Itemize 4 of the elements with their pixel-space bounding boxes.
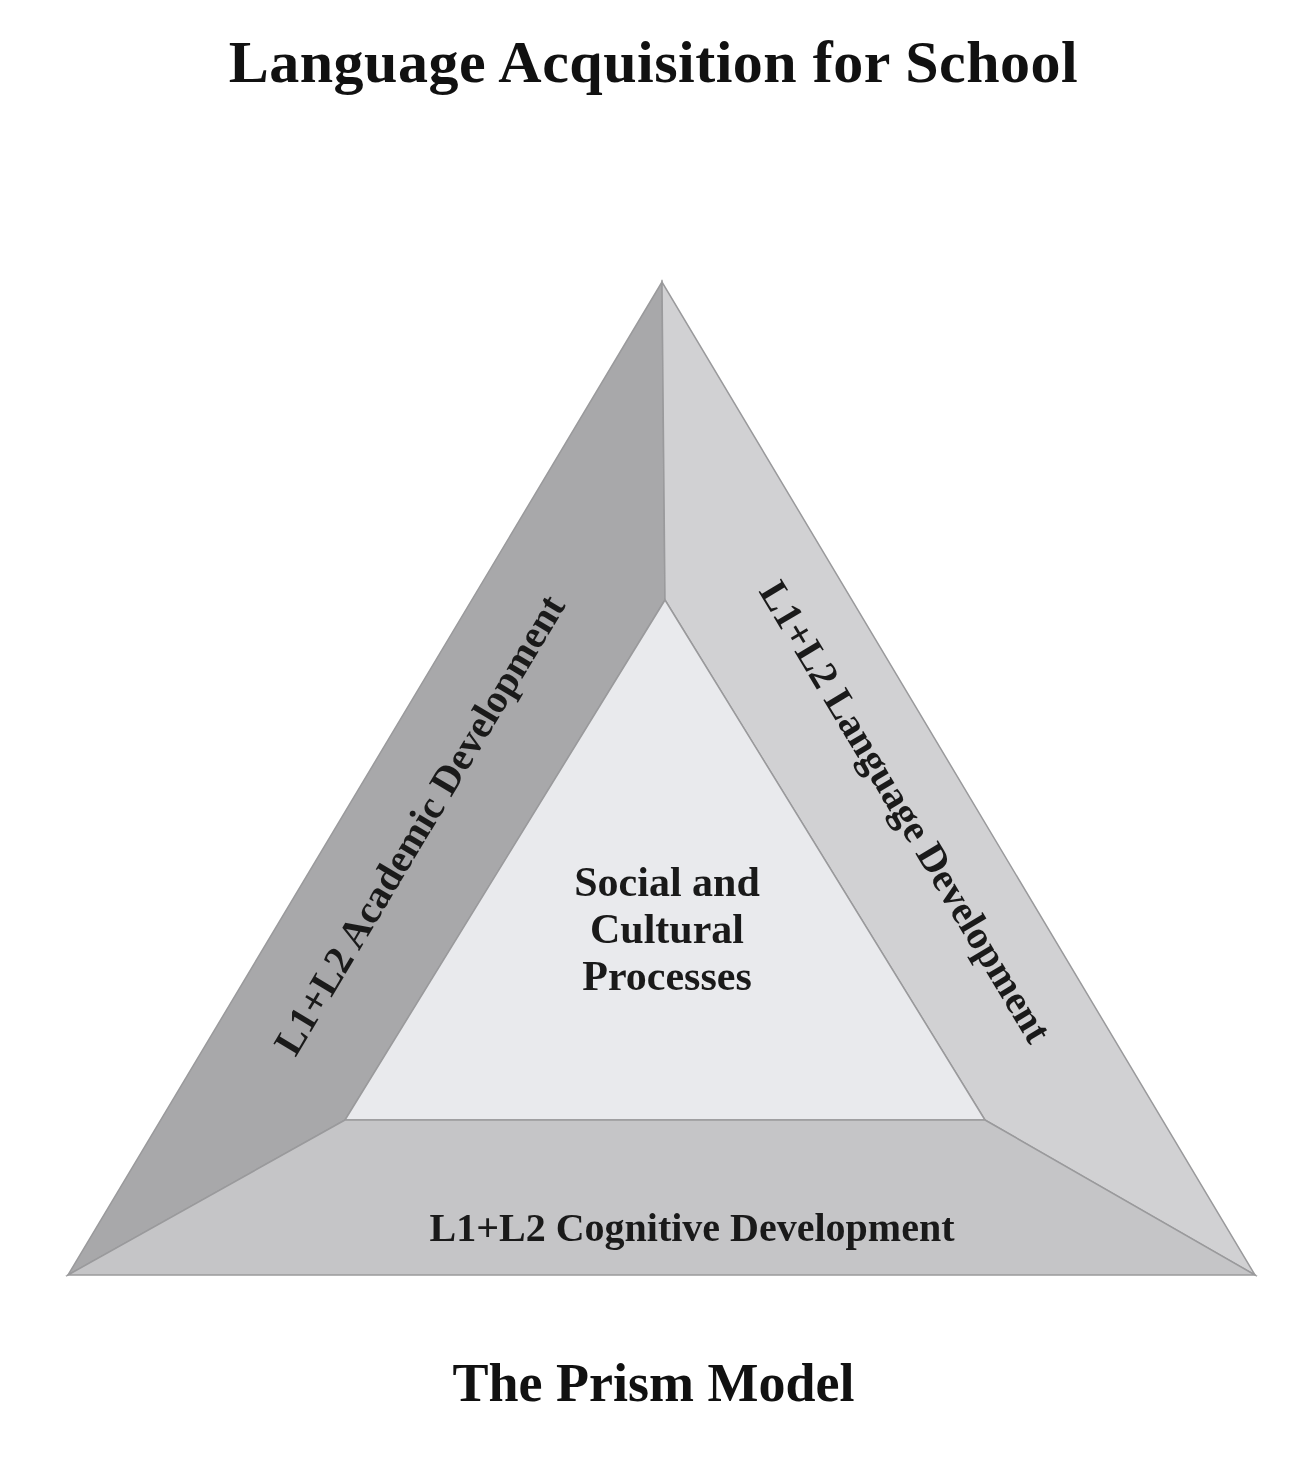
face-label: L1+L2 Cognitive Development <box>429 1205 955 1251</box>
face-label: Social and Cultural Processes <box>573 859 761 1001</box>
diagram-title: Language Acquisition for School <box>227 28 1080 97</box>
diagram-caption: The Prism Model <box>451 1352 856 1414</box>
